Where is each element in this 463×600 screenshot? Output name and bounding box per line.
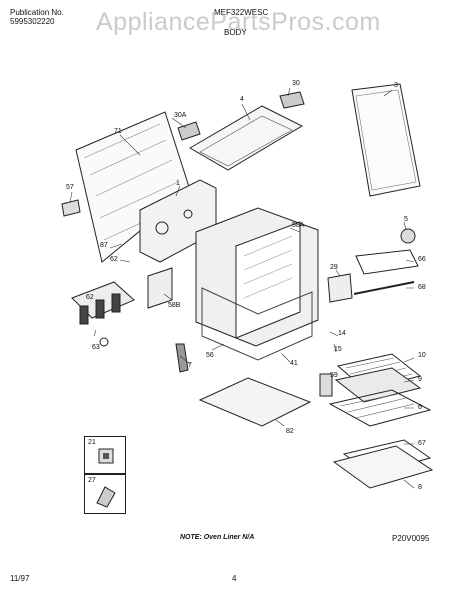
- callout-62-upper: 62: [110, 256, 118, 263]
- terminal-block-part: [400, 228, 416, 244]
- callout-41: 41: [290, 360, 298, 367]
- callout-29: 29: [330, 264, 338, 271]
- callout-87: 87: [100, 242, 108, 249]
- callout-4: 4: [240, 96, 244, 103]
- callout-7: 7: [188, 362, 192, 369]
- callout-62-lower: 62: [86, 294, 94, 301]
- callout-1: 1: [176, 180, 180, 187]
- callout-30: 30: [292, 80, 300, 87]
- callout-30a: 30A: [174, 112, 187, 119]
- publication-label: Publication No.: [10, 8, 64, 17]
- watermark-text: AppliancePartsPros.com: [96, 8, 381, 36]
- callout-3: 3: [394, 82, 398, 89]
- callout-9: 9: [418, 376, 422, 383]
- rack-set-part: [328, 389, 432, 427]
- callout-5: 5: [404, 216, 408, 223]
- callout-56: 56: [206, 352, 214, 359]
- inset-part-drawing: [98, 448, 114, 464]
- callout-8: 8: [418, 484, 422, 491]
- inset-box-27: 27: [84, 474, 126, 514]
- drawer-bottom-part: [198, 377, 312, 427]
- callout-58a: 58A: [292, 222, 305, 229]
- callout-71: 71: [114, 128, 122, 135]
- inset-box-21: 21: [84, 436, 126, 474]
- lower-frame-part: [201, 287, 313, 361]
- callout-68: 68: [418, 284, 426, 291]
- drawer-pan-part: [332, 445, 434, 489]
- bracket-part-57: [61, 199, 81, 217]
- page-number: 4: [232, 574, 237, 583]
- callout-63: 63: [92, 344, 100, 351]
- diagram-code: P20V0095: [392, 534, 430, 543]
- inset-part-drawing: [96, 486, 116, 508]
- model-number: MEF322WESC: [214, 8, 269, 17]
- callout-6: 6: [418, 404, 422, 411]
- footer-date: 11/97: [10, 574, 30, 583]
- side-panel-part: [351, 83, 421, 197]
- section-title: BODY: [224, 28, 247, 37]
- callout-57: 57: [66, 184, 74, 191]
- inset-number: 27: [88, 477, 96, 484]
- callout-58b: 58B: [168, 302, 181, 309]
- top-cover-part: [189, 105, 304, 171]
- callout-15: 15: [334, 346, 342, 353]
- callout-67: 67: [418, 440, 426, 447]
- callout-82: 82: [286, 428, 294, 435]
- oven-liner-note: NOTE: Oven Liner N/A: [180, 534, 255, 541]
- callout-66: 66: [418, 256, 426, 263]
- callout-59: 59: [330, 372, 338, 379]
- broil-element-part: [355, 249, 419, 275]
- publication-number: 5995302220: [10, 17, 55, 26]
- callout-10: 10: [418, 352, 426, 359]
- inset-number: 21: [88, 439, 96, 446]
- callout-14: 14: [338, 330, 346, 337]
